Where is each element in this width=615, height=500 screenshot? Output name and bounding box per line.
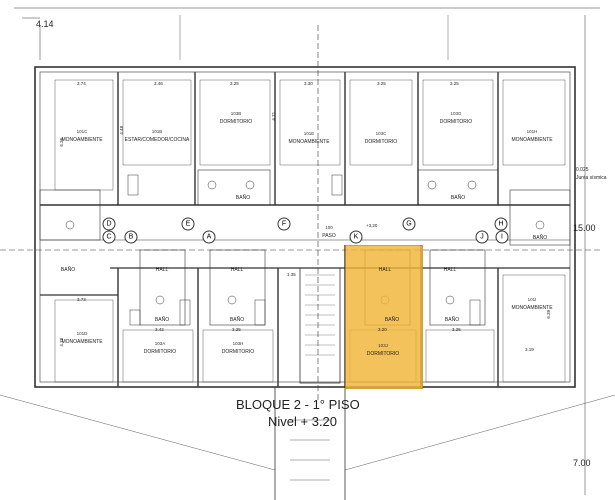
dim-right-bottom: 7.00 (573, 458, 591, 468)
room-101e-name: MONOAMBIENTE (288, 139, 330, 145)
dim-478: 4.78 (59, 337, 65, 347)
axis-marker-a: A (202, 230, 216, 244)
room-101d-number: 101D (76, 331, 88, 336)
paso-number: 100 (325, 225, 333, 230)
bath-label-5: BAÑO (154, 317, 170, 323)
room-101h-name: MONOAMBIENTE (511, 137, 553, 143)
room-103a-name: DORMITORIO (143, 349, 177, 355)
dim-325-b: 3.25 (377, 81, 386, 86)
axis-marker-e: E (181, 217, 195, 231)
plan-title: BLOQUE 2 - 1° PISO (236, 397, 360, 412)
axis-marker-c: C (102, 230, 116, 244)
dim-right-mid: 15.00 (573, 223, 596, 233)
room-101c-number: 101C (76, 129, 88, 134)
plan-level: Nivel + 3.20 (268, 414, 338, 429)
paso-name: PASO (322, 233, 336, 239)
room-103b-name: DORMITORIO (219, 119, 253, 125)
room-101b-name: ESTAR/COMEDOR/COCINA (124, 137, 190, 143)
bath-label-4: BAÑO (532, 235, 548, 241)
axis-marker-d: D (102, 217, 116, 231)
note-joint-width: 0.025 (576, 167, 589, 173)
room-103g-number: 103G (450, 111, 462, 116)
room-103b-number: 103B (230, 111, 242, 116)
axis-marker-h: H (494, 217, 508, 231)
room-101e-number: 101E (303, 131, 315, 136)
bath-label-7: BAÑO (384, 317, 400, 323)
note-joint-label: Junta sísmica (576, 175, 607, 181)
room-103g-name: DORMITORIO (439, 119, 473, 125)
room-101h-number: 101H (526, 129, 538, 134)
hall-label-4: HALL (443, 267, 457, 273)
dim-325-a: 3.25 (230, 81, 239, 86)
bath-label-2: BAÑO (235, 195, 251, 201)
hall-label-1: HALL (155, 267, 169, 273)
hall-label-2: HALL (230, 267, 244, 273)
dim-top-left: 4.14 (36, 19, 54, 29)
room-101d-name: MONOAMBIENTE (61, 339, 103, 345)
room-103a-number: 103A (154, 341, 166, 346)
room-103j-name: DORMITORIO (366, 351, 400, 357)
room-103h-number: 103H (232, 341, 244, 346)
room-103j-number: 103J (378, 343, 388, 348)
axis-marker-g: G (402, 217, 416, 231)
bath-label-3: BAÑO (450, 195, 466, 201)
dim-320: 3.20 (378, 327, 387, 332)
bath-label-8: BAÑO (444, 317, 460, 323)
dim-319: 3.19 (525, 347, 534, 352)
dim-448: 4.48 (119, 125, 125, 135)
level-marker: +3.20 (366, 223, 378, 228)
dim-135: 1.35 (287, 272, 296, 277)
dim-471: 4.71 (271, 111, 277, 121)
room-103c-name: DORMITORIO (364, 139, 398, 145)
dim-373: 3.73 (77, 297, 86, 302)
bath-label-1: BAÑO (60, 267, 76, 273)
hall-label-3: HALL (378, 267, 392, 273)
axis-marker-b: B (124, 230, 138, 244)
dim-325-e: 3.25 (452, 327, 461, 332)
dim-374: 3.74 (77, 81, 86, 86)
dim-636: 6.36 (59, 137, 65, 147)
highlighted-unit (345, 245, 423, 389)
axis-marker-f: F (277, 217, 291, 231)
dim-639: 6.39 (546, 309, 552, 319)
room-101i-number: 101I (527, 297, 537, 302)
dim-342: 3.42 (155, 327, 164, 332)
dim-325-c: 3.25 (450, 81, 459, 86)
dim-330: 3.30 (304, 81, 313, 86)
axis-marker-k: K (349, 230, 363, 244)
room-101c-name: MONOAMBIENTE (61, 137, 103, 143)
room-103h-name: DORMITORIO (221, 349, 255, 355)
axis-marker-j: J (475, 230, 489, 244)
room-101i-name: MONOAMBIENTE (511, 305, 553, 311)
room-103c-number: 103C (375, 131, 387, 136)
bath-label-6: BAÑO (229, 317, 245, 323)
dim-346: 3.46 (154, 81, 163, 86)
room-101b-number: 101B (151, 129, 163, 134)
axis-marker-i: I (495, 230, 509, 244)
dim-325-d: 3.25 (232, 327, 241, 332)
